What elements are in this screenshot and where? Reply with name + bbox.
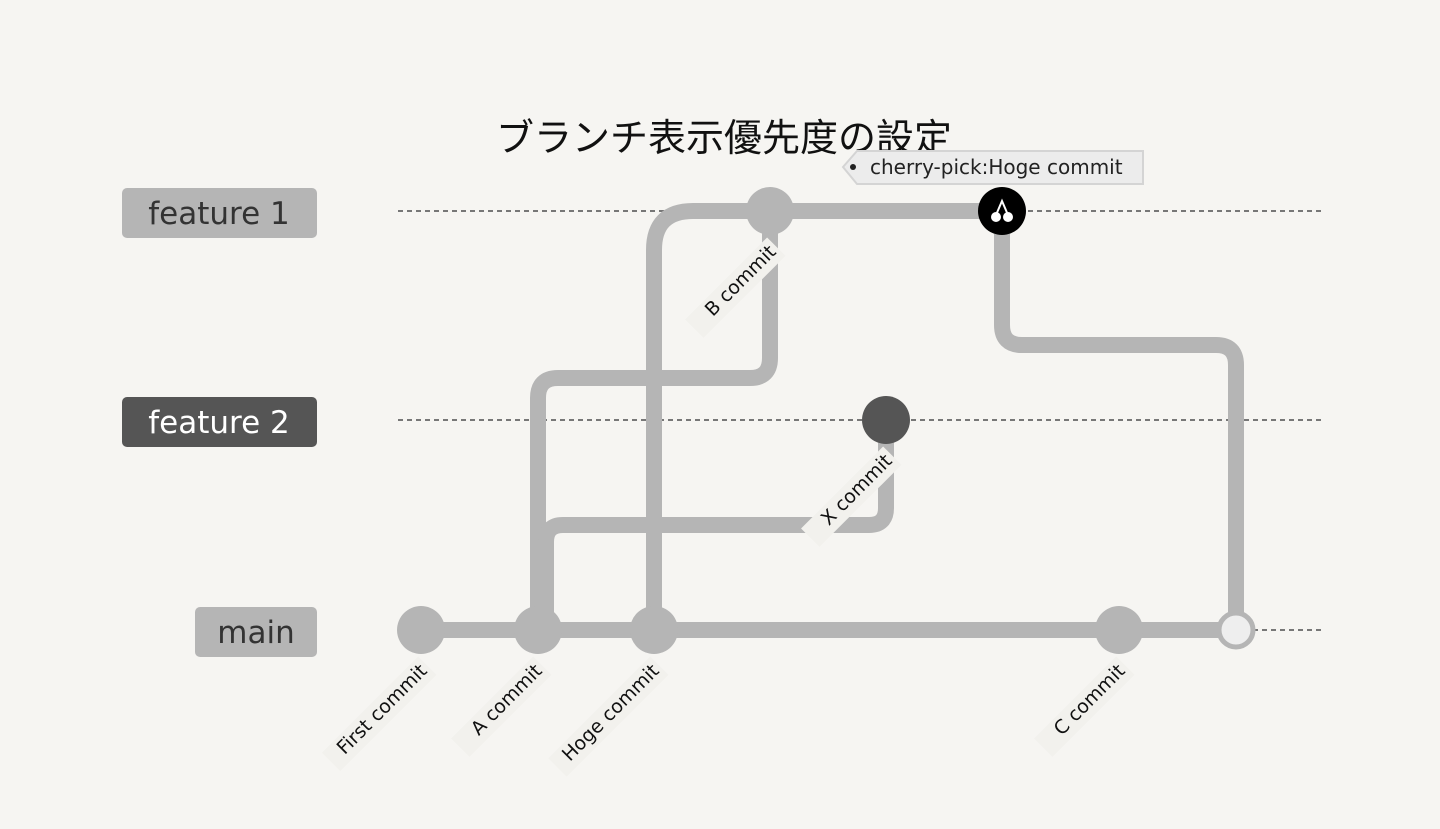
- commit-x[interactable]: [862, 396, 910, 444]
- commit-merge[interactable]: [1216, 610, 1256, 650]
- commit-a[interactable]: [514, 606, 562, 654]
- commit-label: Hoge commit: [558, 660, 664, 766]
- edge-a-to-x: [538, 412, 894, 638]
- tag-text: cherry-pick:Hoge commit: [870, 155, 1123, 179]
- commit-label: A commit: [467, 660, 547, 740]
- commit-labels: First commit A commit Hoge commit B comm…: [321, 237, 1135, 777]
- branch-label-main[interactable]: main: [195, 607, 317, 657]
- edge-cherry-to-merge: [994, 203, 1244, 638]
- branch-label-feature-2[interactable]: feature 2: [122, 397, 317, 447]
- commit-hoge[interactable]: [630, 606, 678, 654]
- commit-first[interactable]: [397, 606, 445, 654]
- edge-hoge-to-feature1: [646, 203, 1010, 638]
- cherry-icon: [991, 198, 1013, 222]
- branch-label-feature-1[interactable]: feature 1: [122, 188, 317, 238]
- commit-tag: cherry-pick:Hoge commit: [841, 150, 1144, 185]
- commit-cherry-pick[interactable]: [978, 187, 1026, 235]
- commit-label: First commit: [333, 660, 432, 759]
- commit-b[interactable]: [746, 187, 794, 235]
- commit-label: C commit: [1050, 660, 1130, 740]
- branch-name: feature 1: [148, 196, 290, 232]
- commit-c[interactable]: [1095, 606, 1143, 654]
- branch-name: main: [217, 615, 294, 651]
- branch-name: feature 2: [148, 405, 290, 441]
